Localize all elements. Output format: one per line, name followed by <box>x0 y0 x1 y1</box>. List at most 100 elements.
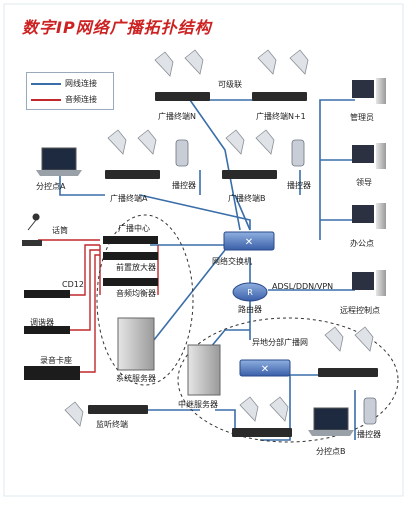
terminals <box>88 92 378 437</box>
cd-player <box>24 290 70 298</box>
remote-switch: ✕ <box>239 359 291 377</box>
label-branch-a: 分控点A <box>36 182 66 191</box>
link-term-b-switch <box>234 194 251 231</box>
speaker-icon <box>107 129 127 155</box>
terminal-remote <box>318 368 378 377</box>
speaker-icon <box>354 326 374 352</box>
system-server <box>117 317 155 371</box>
terminal-n1 <box>252 92 307 101</box>
audio-line-swatch <box>31 99 61 101</box>
label-terminal-a: 广播终端A <box>110 194 148 203</box>
desktops <box>352 78 386 296</box>
link-admin <box>319 99 355 240</box>
terminal-b <box>222 170 277 179</box>
speakers <box>64 49 374 427</box>
label-tuner: 调谐器 <box>30 318 54 327</box>
laptop-icon <box>41 147 77 171</box>
label-switch: 网络交换机 <box>212 257 252 266</box>
label-preamp: 前置放大器 <box>116 263 156 272</box>
label-branch-b: 分控点B <box>316 447 346 456</box>
remote-network-group <box>177 317 399 443</box>
terminal-n <box>155 92 210 101</box>
link-server-switch <box>149 249 226 346</box>
label-remote-net: 异地分部广播网 <box>252 338 308 347</box>
monitor-icon <box>352 272 374 290</box>
microphone-icon <box>27 213 40 231</box>
router: R <box>232 282 268 302</box>
label-server: 系统服务器 <box>116 374 156 383</box>
speaker-icon <box>269 396 289 422</box>
legend-network-row: 网线连接 <box>31 79 111 89</box>
broadcast-center-group <box>96 214 194 386</box>
player-icon <box>175 139 189 167</box>
terminal-monitor <box>88 405 148 414</box>
player-icon <box>291 139 305 167</box>
link-n-to-switch <box>189 99 241 231</box>
diagram-title: 数字IP网络广播拓扑结构 <box>22 18 212 37</box>
legend: 网线连接 音频连接 <box>26 72 114 110</box>
label-relay-server: 中继服务器 <box>178 400 218 409</box>
label-router: 路由器 <box>238 305 262 314</box>
frame <box>3 3 404 497</box>
link-relay-term <box>215 409 236 430</box>
label-cascade: 可级联 <box>218 80 242 89</box>
label-center: 广播中心 <box>118 224 150 233</box>
speaker-icon <box>289 49 309 75</box>
label-player-1: 播控器 <box>172 181 196 190</box>
label-office: 办公点 <box>350 239 374 248</box>
network-lines <box>59 99 356 441</box>
svg-text:✕: ✕ <box>245 237 253 248</box>
laptop-icon <box>313 407 349 431</box>
speaker-icon <box>184 49 204 75</box>
legend-audio-label: 音频连接 <box>65 95 97 104</box>
terminal-relay <box>232 428 292 437</box>
svg-text:R: R <box>247 288 253 297</box>
speaker-icon <box>257 49 277 75</box>
network-line-swatch <box>31 83 61 85</box>
broadcast-center-equipment <box>103 236 221 396</box>
speaker-icon <box>255 129 275 155</box>
equalizer-unit <box>103 278 158 286</box>
label-equalizer: 音频均衡器 <box>116 289 156 298</box>
speaker-icon <box>137 129 157 155</box>
player-icon <box>363 397 377 425</box>
label-leader: 领导 <box>356 178 372 187</box>
label-monitor: 监听终端 <box>96 420 128 429</box>
monitor-icon <box>352 80 374 98</box>
label-player-2: 播控器 <box>287 181 311 190</box>
label-terminal-n: 广播终端N <box>158 112 196 121</box>
monitor-icon <box>352 145 374 163</box>
legend-network-label: 网线连接 <box>65 79 97 88</box>
label-remote-ctrl: 远程控制点 <box>340 306 380 315</box>
speaker-icon <box>154 51 174 77</box>
audio-sources <box>22 213 80 380</box>
label-adsl: ADSL/DDN/VPN <box>272 282 334 291</box>
legend-audio-row: 音频连接 <box>31 95 111 105</box>
speaker-icon <box>64 401 84 427</box>
label-tape: 录音卡座 <box>40 356 72 365</box>
label-admin: 管理员 <box>350 113 374 122</box>
tape-deck <box>24 366 80 380</box>
speaker-icon <box>324 326 344 352</box>
tuner-unit <box>24 326 70 334</box>
label-cd: CD12 <box>62 280 84 289</box>
label-terminal-n1: 广播终端N+1 <box>256 112 306 121</box>
label-terminal-b: 广播终端B <box>228 194 266 203</box>
label-mic: 话筒 <box>52 226 68 235</box>
preamp-unit <box>103 252 158 260</box>
speaker-icon <box>239 396 259 422</box>
audio-lines <box>38 239 159 373</box>
laptops <box>36 147 354 436</box>
speaker-icon <box>225 129 245 155</box>
relay-server <box>187 344 221 396</box>
network-switch: ✕ <box>223 231 275 251</box>
center-unit <box>103 236 158 244</box>
link-branch-b <box>260 375 291 441</box>
monitor-icon <box>352 205 374 223</box>
link-term-a-switch <box>139 194 251 230</box>
svg-text:✕: ✕ <box>261 364 269 375</box>
terminal-a <box>105 170 160 179</box>
players <box>175 139 377 425</box>
label-player-3: 播控器 <box>357 430 381 439</box>
